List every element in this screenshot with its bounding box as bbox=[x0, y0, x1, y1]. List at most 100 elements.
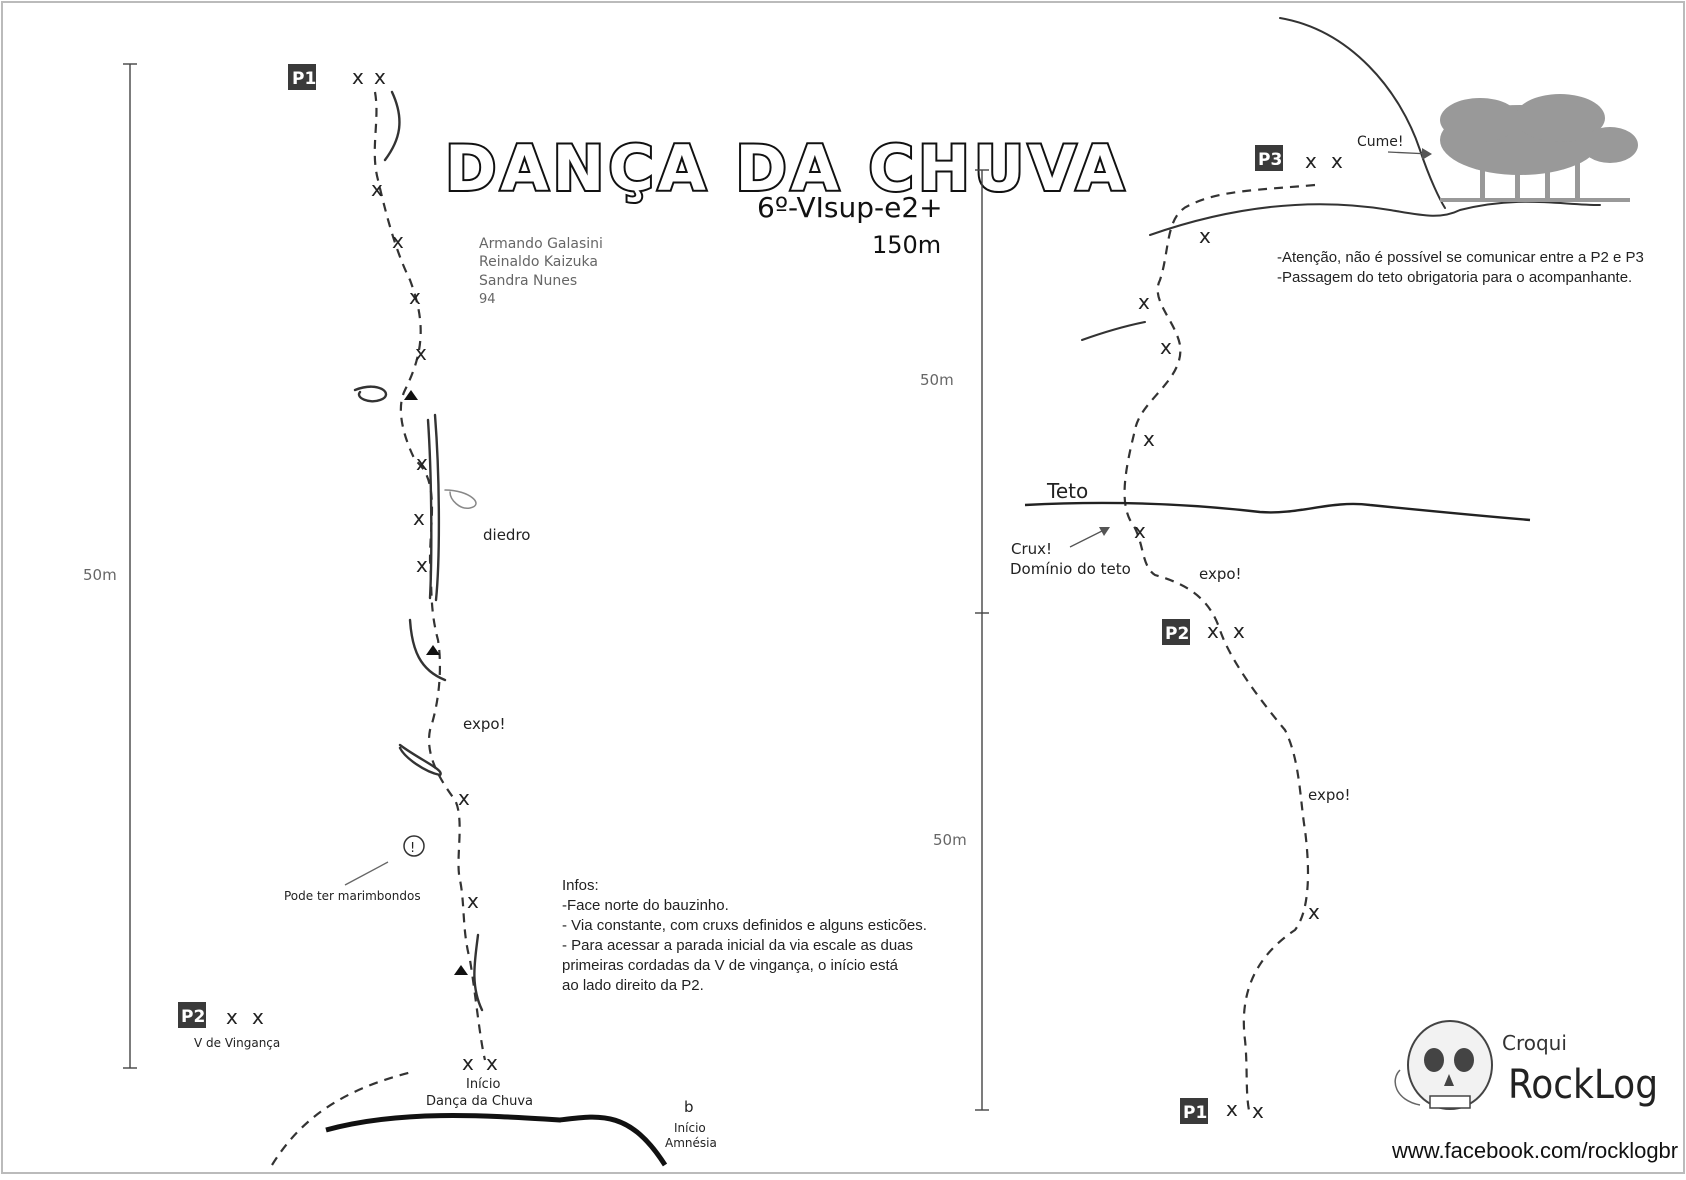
svg-text:P3: P3 bbox=[1258, 150, 1282, 170]
infos-line: - Via constante, com cruxs definidos e a… bbox=[562, 917, 927, 934]
right-p3-anchor-2: x bbox=[1331, 149, 1343, 173]
right-expo-lower: expo! bbox=[1308, 786, 1351, 804]
logo-line-1: Croqui bbox=[1502, 1031, 1567, 1055]
right-p2-badge: P2 bbox=[1162, 619, 1190, 645]
rocklog-logo: Croqui RockLog bbox=[1394, 1020, 1658, 1110]
left-bolt: x bbox=[416, 451, 428, 475]
right-p2-anchor-2: x bbox=[1233, 619, 1245, 643]
left-flake bbox=[444, 489, 477, 509]
right-p3-anchor-1: x bbox=[1305, 149, 1317, 173]
left-bolt: x bbox=[413, 506, 425, 530]
infos-line: -Face norte do bauzinho. bbox=[562, 897, 729, 914]
amnesia-label-1: Início bbox=[674, 1121, 706, 1135]
infos-block: Infos: -Face norte do bauzinho. - Via co… bbox=[562, 877, 927, 994]
left-overlap bbox=[408, 618, 447, 682]
left-expo-label: expo! bbox=[463, 715, 506, 733]
left-bolt: x bbox=[416, 553, 428, 577]
left-bolt: x bbox=[415, 341, 427, 365]
start-label-1: Início bbox=[466, 1077, 500, 1092]
svg-text:P1: P1 bbox=[1183, 1103, 1207, 1123]
cume-label: Cume! bbox=[1357, 134, 1404, 150]
left-dihedral-outer bbox=[433, 413, 441, 602]
note-line: -Atenção, não é possível se comunicar en… bbox=[1277, 249, 1644, 266]
left-p2-anchor-2: x bbox=[252, 1005, 264, 1029]
infos-line: ao lado direito da P2. bbox=[562, 977, 704, 994]
route-title: DANÇA DA CHUVA bbox=[445, 132, 1128, 205]
left-ledge-marker-1 bbox=[404, 390, 418, 400]
skull-icon bbox=[1394, 1020, 1493, 1110]
left-bolt: x bbox=[392, 229, 404, 253]
left-scale-label: 50m bbox=[83, 566, 117, 584]
cume-arrowhead bbox=[1422, 148, 1432, 160]
left-ledge-marker-3 bbox=[454, 965, 468, 975]
infos-line: - Para acessar a parada inicial da via e… bbox=[562, 937, 913, 954]
warning-arrow bbox=[344, 861, 389, 886]
author-1: Armando Galasini bbox=[479, 236, 603, 252]
logo-line-2: RockLog bbox=[1508, 1062, 1658, 1108]
mid-ledge bbox=[1081, 321, 1146, 341]
ground-line bbox=[325, 1113, 668, 1167]
warning-label: Pode ter marimbondos bbox=[284, 889, 421, 903]
v-vinganca-approach-line bbox=[271, 1070, 413, 1166]
left-topo: P1 x x x x x x x x x x x x x diedro expo… bbox=[178, 64, 717, 1167]
crux-arrowhead bbox=[1099, 527, 1110, 536]
summit-tree-icon bbox=[1440, 94, 1638, 202]
left-scale: 50m bbox=[83, 63, 137, 1069]
note-line: -Passagem do teto obrigatoria para o aco… bbox=[1277, 269, 1632, 286]
right-p3-badge: P3 bbox=[1255, 145, 1283, 171]
right-p2-anchor-1: x bbox=[1207, 619, 1219, 643]
warning-icon bbox=[403, 835, 425, 857]
left-rock-ledge bbox=[353, 385, 388, 403]
left-bolt: x bbox=[371, 177, 383, 201]
left-p2-anchor-1: x bbox=[226, 1005, 238, 1029]
amnesia-marker: b bbox=[684, 1098, 694, 1116]
right-topo: Cume! P3 x x -Atenção, não é possível se… bbox=[1010, 17, 1644, 1124]
author-2: Reinaldo Kaizuka bbox=[479, 254, 598, 270]
right-bolt: x bbox=[1143, 427, 1155, 451]
left-p1-anchor-2: x bbox=[374, 65, 386, 89]
left-p2-caption: V de Vingança bbox=[194, 1036, 280, 1050]
upper-ledge bbox=[1149, 200, 1601, 236]
infos-line: primeiras cordadas da V de vingança, o i… bbox=[562, 957, 899, 974]
right-scale-label-top: 50m bbox=[920, 371, 954, 389]
left-p1-anchor-1: x bbox=[352, 65, 364, 89]
left-pillar bbox=[473, 933, 484, 1012]
route-length: 150m bbox=[872, 231, 941, 259]
amnesia-label-2: Amnésia bbox=[665, 1136, 717, 1150]
right-route-line bbox=[1123, 183, 1316, 1116]
left-start-anchor-1: x bbox=[462, 1051, 474, 1075]
right-bolt: x bbox=[1134, 519, 1146, 543]
left-bolt: x bbox=[409, 285, 421, 309]
svg-text:P2: P2 bbox=[181, 1007, 205, 1027]
left-start-anchor-2: x bbox=[486, 1051, 498, 1075]
cume-outline bbox=[1279, 17, 1446, 209]
right-scale-label-bottom: 50m bbox=[933, 831, 967, 849]
left-bolt: x bbox=[467, 889, 479, 913]
right-p1-badge: P1 bbox=[1180, 1098, 1208, 1124]
authors: Armando Galasini Reinaldo Kaizuka Sandra… bbox=[479, 236, 603, 307]
right-bolt: x bbox=[1199, 224, 1211, 248]
route-grade: 6º-VIsup-e2+ bbox=[757, 191, 943, 224]
title-block: DANÇA DA CHUVA 6º-VIsup-e2+ 150m bbox=[443, 130, 1128, 259]
teto-label: Teto bbox=[1046, 479, 1088, 503]
svg-text:P1: P1 bbox=[292, 69, 316, 89]
right-bolt: x bbox=[1138, 290, 1150, 314]
left-p2-badge: P2 bbox=[178, 1002, 206, 1028]
right-scale: 50m 50m bbox=[920, 169, 989, 1111]
left-ledge-marker-2 bbox=[426, 645, 440, 655]
right-bolt: x bbox=[1308, 900, 1320, 924]
left-diedro-label: diedro bbox=[483, 526, 530, 544]
warning-symbol: ! bbox=[410, 841, 415, 856]
footer-url: www.facebook.com/rocklogbr bbox=[1391, 1138, 1678, 1163]
teto-line bbox=[1024, 501, 1531, 522]
svg-text:P2: P2 bbox=[1165, 624, 1189, 644]
right-bolt: x bbox=[1160, 335, 1172, 359]
left-hole bbox=[398, 743, 442, 777]
right-expo-upper: expo! bbox=[1199, 565, 1242, 583]
left-rock-top bbox=[383, 90, 401, 162]
crux-label-2: Domínio do teto bbox=[1010, 560, 1131, 578]
left-bolt: x bbox=[458, 786, 470, 810]
infos-line: Infos: bbox=[562, 877, 599, 894]
